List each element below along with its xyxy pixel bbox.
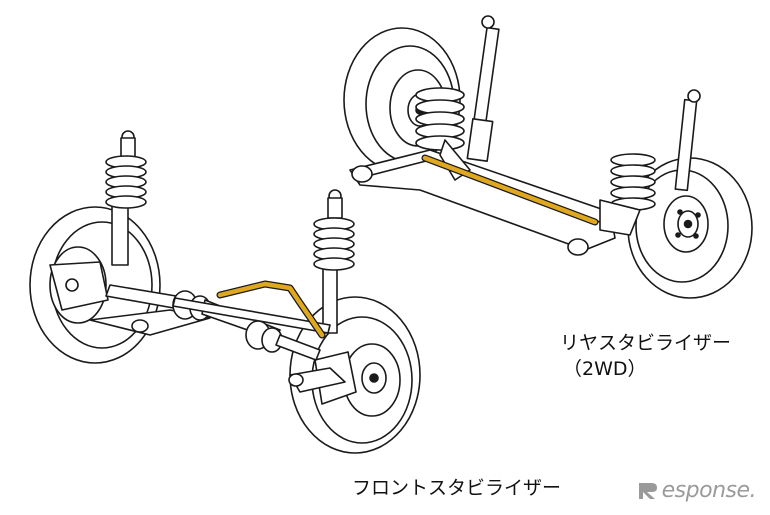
front-right-driveshaft xyxy=(245,320,321,361)
rear-right-shock xyxy=(674,89,701,192)
rear-right-wheel xyxy=(627,157,753,299)
response-watermark: esponse. xyxy=(636,478,757,503)
response-logo-icon xyxy=(638,482,657,499)
front-right-spring xyxy=(313,217,355,271)
rear-stabilizer-2wd-label: （2WD） xyxy=(563,358,647,380)
front-right-lower-arm xyxy=(288,367,346,393)
rear-left-shock xyxy=(466,15,500,162)
front-stabilizer-label: フロントスタビライザー xyxy=(352,477,562,499)
front-left-spring xyxy=(105,155,147,209)
front-left-wheel xyxy=(29,206,161,364)
rear-right-spring xyxy=(610,153,656,211)
rear-stabilizer-bar xyxy=(421,154,599,226)
front-right-strut xyxy=(322,189,343,334)
front-steering-rack xyxy=(172,297,331,334)
watermark-text: esponse. xyxy=(661,478,757,503)
rear-stabilizer-label: リヤスタビライザー xyxy=(560,332,732,354)
front-stabilizer-bar xyxy=(216,280,326,339)
rear-left-spring xyxy=(415,87,465,151)
front-left-strut xyxy=(111,130,136,266)
